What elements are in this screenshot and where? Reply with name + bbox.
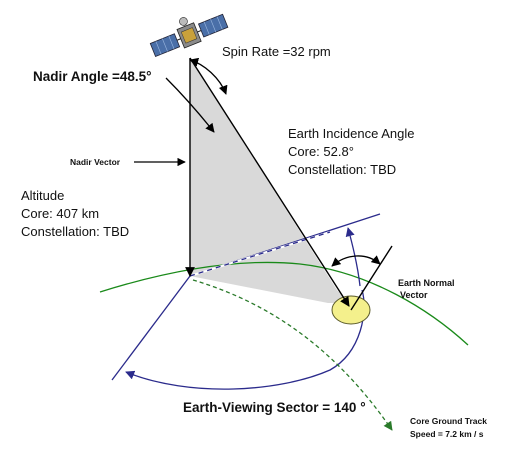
- altitude-core: Core: 407 km: [21, 206, 99, 221]
- scan-plane-dashed: [189, 231, 331, 277]
- viewing-sector-arc: [125, 289, 365, 390]
- satellite-icon: [149, 13, 229, 57]
- ground-track-label-line2: Speed = 7.2 km / s: [410, 429, 484, 439]
- scan-cone-shading: [190, 58, 349, 303]
- eia-title: Earth Incidence Angle: [288, 126, 414, 141]
- eia-constellation: Constellation: TBD: [288, 162, 396, 177]
- nadir-vector-label: Nadir Vector: [70, 157, 121, 167]
- nadir-angle-pointer: [165, 77, 215, 133]
- nadir-angle-label: Nadir Angle =48.5°: [33, 69, 152, 84]
- earth-normal-label-line1: Earth Normal: [398, 278, 455, 288]
- spin-rate-label: Spin Rate =32 rpm: [222, 44, 331, 59]
- earth-surface-curve: [99, 261, 469, 346]
- eia-core: Core: 52.8°: [288, 144, 354, 159]
- look-vector-line: [189, 57, 350, 307]
- viewing-sector-label: Earth-Viewing Sector = 140 °: [183, 400, 366, 415]
- altitude-constellation: Constellation: TBD: [21, 224, 129, 239]
- scan-plane-line-lower: [111, 275, 191, 381]
- earth-normal-vector: [350, 245, 393, 311]
- ground-track-label-line1: Core Ground Track: [410, 416, 487, 426]
- spin-rate-arc: [189, 57, 228, 95]
- altitude-title: Altitude: [21, 188, 64, 203]
- earth-normal-label-line2: Vector: [400, 290, 428, 300]
- incidence-angle-arc: [331, 255, 381, 267]
- ground-track-arrow: [192, 279, 393, 431]
